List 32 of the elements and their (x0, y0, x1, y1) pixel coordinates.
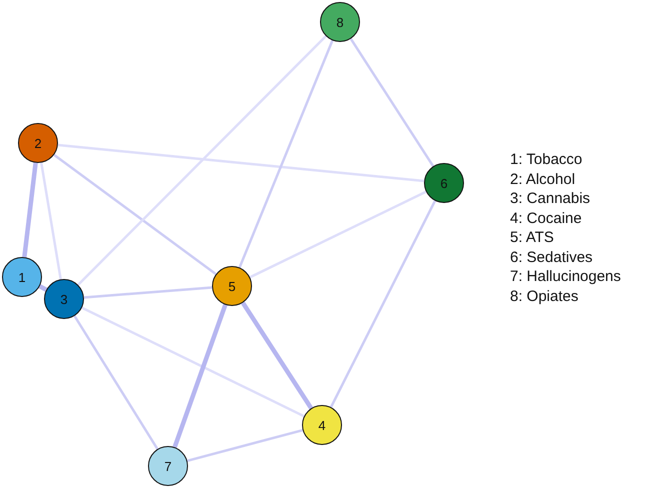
network-edge (84, 286, 212, 299)
node-key-text: 6: Sedatives (510, 248, 594, 267)
node-circle: 8 (320, 2, 360, 42)
network-edge (249, 190, 427, 278)
node-key-text: 3: Cannabis (510, 189, 592, 208)
network-edge (22, 162, 38, 258)
network-edge (77, 35, 327, 286)
node-circle: 7 (148, 446, 188, 486)
node-circle: 3 (44, 279, 84, 319)
node-key-text: 4: Cocaine (510, 208, 583, 228)
network-edge (330, 200, 436, 408)
network-edge (53, 154, 217, 276)
network-edge (240, 302, 314, 410)
network-edge (58, 144, 424, 182)
node-key-text: 2: Alcohol (510, 170, 576, 189)
node-circle: 4 (302, 405, 342, 445)
network-edge (74, 315, 158, 450)
network-edge (238, 40, 334, 268)
node-circle: 2 (18, 123, 58, 163)
network-edge (350, 38, 434, 167)
network-edge (38, 284, 48, 292)
node-circle: 6 (424, 163, 464, 203)
network-edge (40, 162, 62, 280)
node-circle: 1 (2, 257, 42, 297)
node-key-text: 1: Tobacco (510, 150, 584, 170)
node-key-text: 5: ATS (510, 228, 555, 248)
network-edge (81, 306, 305, 418)
node-circle: 5 (212, 266, 252, 306)
node-key-text: 8: Opiates (510, 286, 580, 306)
network-edge (172, 304, 228, 448)
network-edge (187, 428, 303, 462)
node-key-text: 7: Hallucinogens (510, 267, 621, 286)
